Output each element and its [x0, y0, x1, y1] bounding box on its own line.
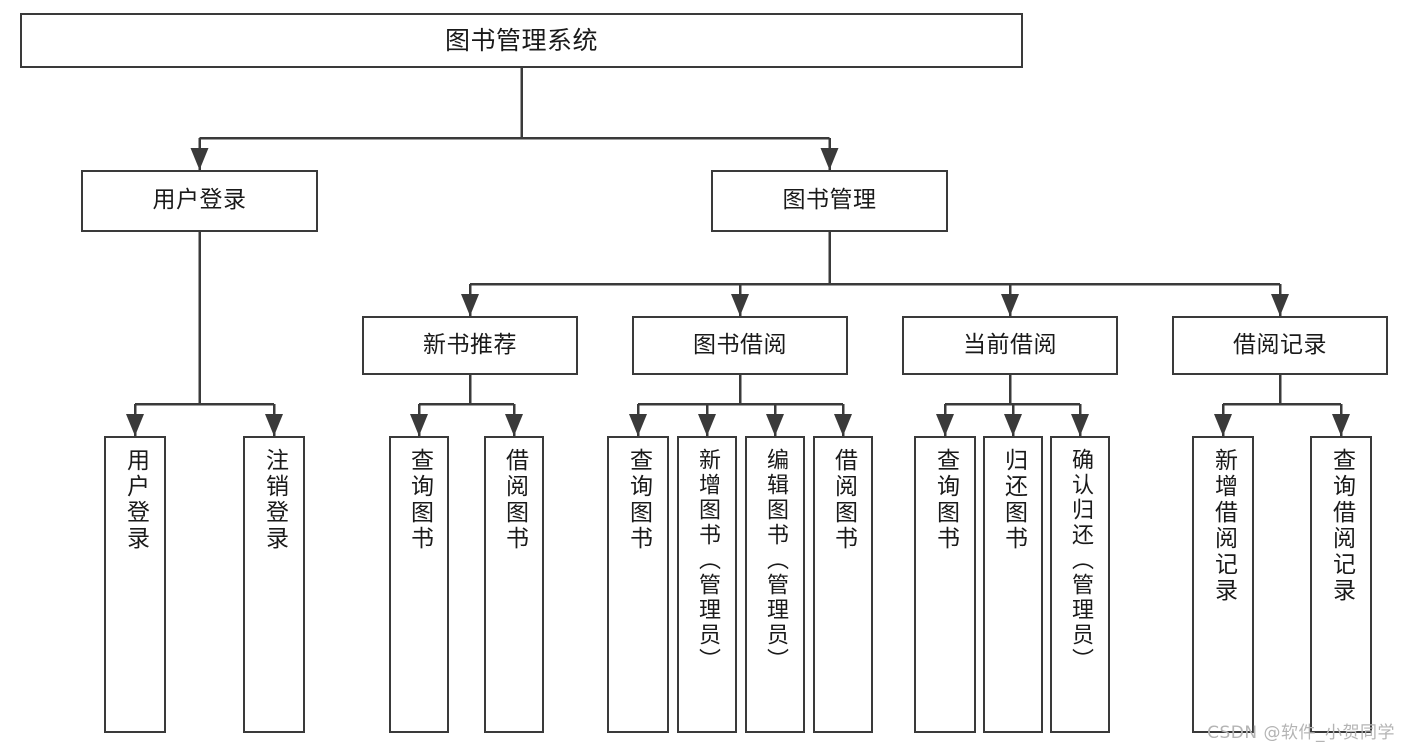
leaf-current-confirm-return[interactable]: 确认归还（管理员）	[1050, 436, 1110, 733]
csdn-watermark: CSDN @软件_小贺同学	[1207, 723, 1395, 743]
node-current-borrow-label: 当前借阅	[963, 331, 1057, 358]
leaf-current-return-book-label: 归还图书	[1000, 448, 1027, 552]
node-root[interactable]: 图书管理系统	[20, 13, 1023, 68]
leaf-record-add[interactable]: 新增借阅记录	[1192, 436, 1254, 733]
node-book-borrow-label: 图书借阅	[693, 331, 787, 358]
leaf-current-query-book[interactable]: 查询图书	[914, 436, 976, 733]
leaf-recommend-query-book-label: 查询图书	[406, 448, 433, 552]
leaf-user-login[interactable]: 用户登录	[104, 436, 166, 733]
node-book-manage-label: 图书管理	[782, 187, 877, 214]
leaf-user-logout-label: 注销登录	[261, 448, 288, 552]
node-user-login-label: 用户登录	[152, 187, 247, 214]
leaf-current-query-book-label: 查询图书	[932, 448, 959, 552]
leaf-record-query[interactable]: 查询借阅记录	[1310, 436, 1372, 733]
leaf-borrow-add-book[interactable]: 新增图书（管理员）	[677, 436, 737, 733]
node-book-borrow[interactable]: 图书借阅	[632, 316, 848, 375]
node-book-manage[interactable]: 图书管理	[711, 170, 948, 232]
leaf-recommend-borrow-book[interactable]: 借阅图书	[484, 436, 544, 733]
leaf-record-query-label: 查询借阅记录	[1328, 448, 1355, 604]
leaf-recommend-query-book[interactable]: 查询图书	[389, 436, 449, 733]
leaf-borrow-borrow-book[interactable]: 借阅图书	[813, 436, 873, 733]
leaf-current-return-book[interactable]: 归还图书	[983, 436, 1043, 733]
node-borrow-record-label: 借阅记录	[1233, 331, 1327, 358]
node-new-book-recommend-label: 新书推荐	[423, 331, 517, 358]
leaf-user-login-label: 用户登录	[122, 448, 149, 552]
leaf-borrow-edit-book-label: 编辑图书（管理员）	[763, 448, 788, 673]
leaf-user-logout[interactable]: 注销登录	[243, 436, 305, 733]
leaf-borrow-add-book-label: 新增图书（管理员）	[695, 448, 720, 673]
leaf-borrow-edit-book[interactable]: 编辑图书（管理员）	[745, 436, 805, 733]
node-current-borrow[interactable]: 当前借阅	[902, 316, 1118, 375]
leaf-recommend-borrow-book-label: 借阅图书	[501, 448, 528, 552]
leaf-borrow-query-book-label: 查询图书	[625, 448, 652, 552]
leaf-record-add-label: 新增借阅记录	[1210, 448, 1237, 604]
leaf-current-confirm-return-label: 确认归还（管理员）	[1068, 448, 1093, 673]
node-borrow-record[interactable]: 借阅记录	[1172, 316, 1388, 375]
node-user-login[interactable]: 用户登录	[81, 170, 318, 232]
node-root-label: 图书管理系统	[444, 25, 598, 55]
leaf-borrow-borrow-book-label: 借阅图书	[830, 448, 857, 552]
node-new-book-recommend[interactable]: 新书推荐	[362, 316, 578, 375]
leaf-borrow-query-book[interactable]: 查询图书	[607, 436, 669, 733]
